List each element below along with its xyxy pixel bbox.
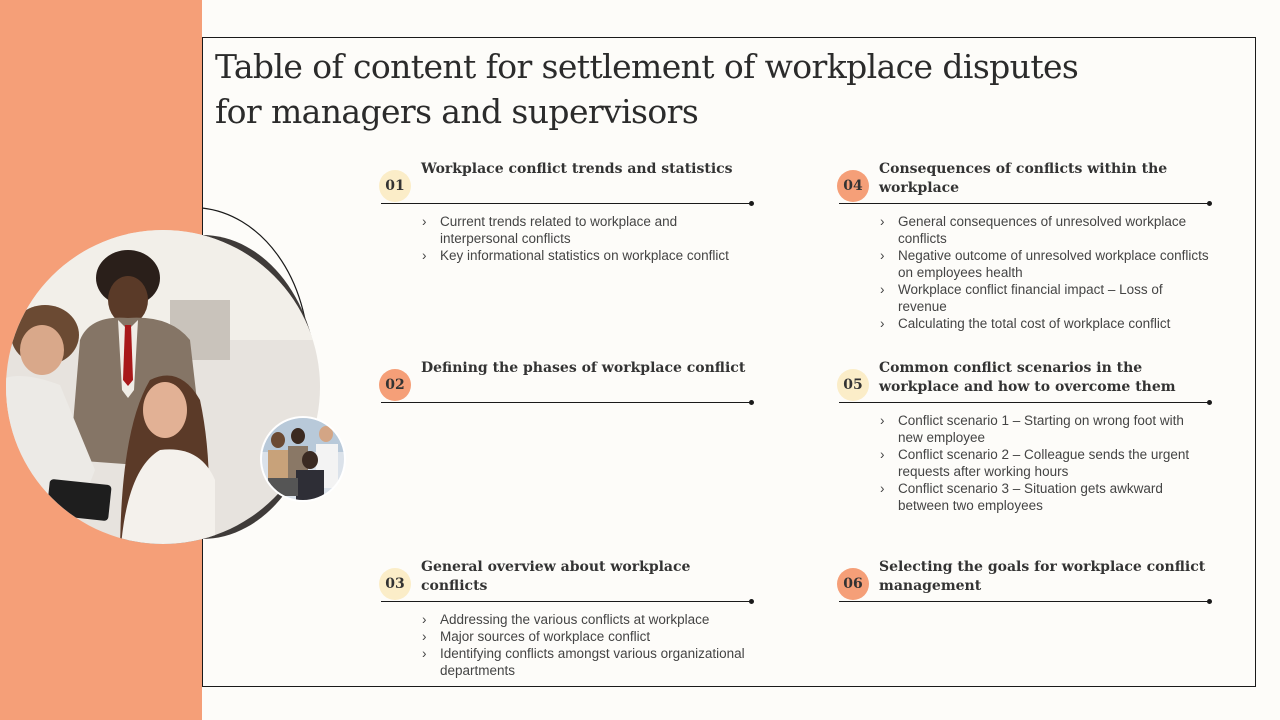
item-number-badge: 04 — [837, 170, 869, 202]
list-item: › Calculating the total cost of workplace… — [879, 315, 1209, 332]
bullet-text: General consequences of unresolved workp… — [898, 214, 1187, 246]
chevron-right-icon: › — [422, 646, 427, 661]
item-divider — [839, 601, 1209, 602]
page-title: Table of content for settlement of workp… — [215, 47, 1079, 131]
chevron-right-icon: › — [880, 316, 885, 331]
divider-end-dot — [749, 599, 754, 604]
chevron-right-icon: › — [880, 214, 885, 229]
bullet-text: Conflict scenario 1 – Starting on wrong … — [898, 413, 1184, 445]
bullet-text: Identifying conflicts amongst various or… — [440, 646, 745, 678]
item-divider — [381, 402, 751, 403]
bullet-text: Workplace conflict financial impact – Lo… — [898, 282, 1163, 314]
divider-end-dot — [749, 400, 754, 405]
item-number-badge: 06 — [837, 568, 869, 600]
item-bullet-list: › General consequences of unresolved work… — [879, 213, 1209, 332]
item-heading: Workplace conflict trends and statistics — [421, 161, 733, 177]
item-heading: Defining the phases of workplace conflic… — [421, 360, 746, 376]
list-item: › Current trends related to workplace and… — [421, 213, 751, 247]
divider-end-dot — [1207, 599, 1212, 604]
team-photo-illustration — [6, 230, 346, 544]
bullet-text: Calculating the total cost of workplace … — [898, 316, 1171, 331]
chevron-right-icon: › — [422, 214, 427, 229]
item-number-badge: 01 — [379, 170, 411, 202]
bullet-text: Major sources of workplace conflict — [440, 629, 651, 644]
item-heading: Common conflict scenarios in the workpla… — [879, 360, 1176, 395]
divider-end-dot — [749, 201, 754, 206]
item-bullet-list: › Addressing the various conflicts at wor… — [421, 611, 751, 679]
chevron-right-icon: › — [880, 447, 885, 462]
chevron-right-icon: › — [880, 248, 885, 263]
chevron-right-icon: › — [422, 248, 427, 263]
item-bullet-list: › Current trends related to workplace and… — [421, 213, 751, 264]
chevron-right-icon: › — [422, 629, 427, 644]
list-item: › Workplace conflict financial impact – L… — [879, 281, 1209, 315]
list-item: › Key informational statistics on workpla… — [421, 247, 751, 264]
item-divider — [839, 203, 1209, 204]
list-item: › Identifying conflicts amongst various o… — [421, 645, 751, 679]
list-item: › Conflict scenario 2 – Colleague sends t… — [879, 446, 1209, 480]
item-bullet-list: › Conflict scenario 1 – Starting on wrong… — [879, 412, 1209, 514]
item-number-badge: 05 — [837, 369, 869, 401]
item-number-badge: 03 — [379, 568, 411, 600]
list-item: › Major sources of workplace conflict — [421, 628, 751, 645]
bullet-text: Conflict scenario 2 – Colleague sends th… — [898, 447, 1190, 479]
item-heading: General overview about workplace conflic… — [421, 559, 691, 594]
divider-end-dot — [1207, 400, 1212, 405]
bullet-text: Negative outcome of unresolved workplace… — [898, 248, 1209, 280]
list-item: › Addressing the various conflicts at wor… — [421, 611, 751, 628]
bullet-text: Current trends related to workplace and … — [440, 214, 678, 246]
list-item: › General consequences of unresolved work… — [879, 213, 1209, 247]
item-divider — [381, 203, 751, 204]
bullet-text: Conflict scenario 3 – Situation gets awk… — [898, 481, 1163, 513]
item-heading: Selecting the goals for workplace confli… — [879, 559, 1206, 594]
chevron-right-icon: › — [880, 481, 885, 496]
chevron-right-icon: › — [422, 612, 427, 627]
item-number-badge: 02 — [379, 369, 411, 401]
item-divider — [381, 601, 751, 602]
list-item: › Conflict scenario 1 – Starting on wrong… — [879, 412, 1209, 446]
bullet-text: Addressing the various conflicts at work… — [440, 612, 710, 627]
list-item: › Conflict scenario 3 – Situation gets aw… — [879, 480, 1209, 514]
item-divider — [839, 402, 1209, 403]
divider-end-dot — [1207, 201, 1212, 206]
bullet-text: Key informational statistics on workplac… — [440, 248, 729, 263]
chevron-right-icon: › — [880, 282, 885, 297]
list-item: › Negative outcome of unresolved workplac… — [879, 247, 1209, 281]
chevron-right-icon: › — [880, 413, 885, 428]
item-heading: Consequences of conflicts within the wor… — [879, 161, 1168, 196]
